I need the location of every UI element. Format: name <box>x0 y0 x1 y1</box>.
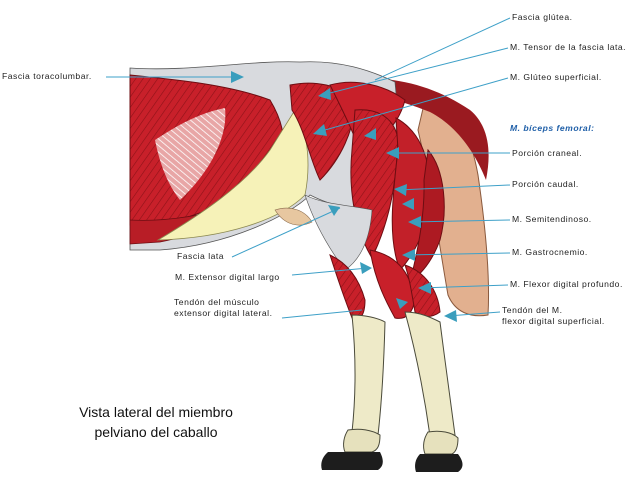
arrow-porcion-craneal <box>386 147 399 159</box>
leader-gluteo <box>317 77 509 133</box>
arrow-fascia-toraco <box>231 71 244 83</box>
caption-line2: pelviano del caballo <box>94 424 218 440</box>
arrow-tendon-flexor <box>444 310 457 322</box>
stifle-region <box>304 194 373 271</box>
arrow-flexor-profundo <box>418 282 431 294</box>
leader-tensor <box>321 47 509 96</box>
caption-line1: Vista lateral del miembro <box>79 404 233 420</box>
leader-fascia-glutea <box>374 17 511 81</box>
arrow-fascia-lata <box>328 205 340 216</box>
label-tendon-extensor: Tendón del músculo extensor digital late… <box>174 297 272 319</box>
semitendinosus <box>409 148 445 284</box>
leader-tendon-extensor <box>281 309 363 319</box>
leader-tendon-flexor <box>447 311 501 317</box>
leader-gastrocnemio <box>404 252 511 256</box>
arrow-biceps-upper <box>364 128 376 140</box>
abdominal-fold <box>274 207 313 226</box>
right-fetlock <box>423 430 459 455</box>
arrow-gluteo <box>313 124 327 136</box>
arrow-gastrocnemio <box>402 249 415 261</box>
arrowheads <box>231 71 457 322</box>
arrow-tensor <box>318 88 331 100</box>
label-porcion-craneal: Porción craneal. <box>512 148 583 158</box>
label-fascia-toracolumbar: Fascia toracolumbar. <box>2 71 92 81</box>
label-m-gastrocnemio: M. Gastrocnemio. <box>512 247 588 257</box>
left-fetlock <box>343 428 381 453</box>
label-m-extensor-digital-largo: M. Extensor digital largo <box>175 272 280 282</box>
arrow-biceps-lower <box>402 198 414 210</box>
label-m-biceps-femoral: M. bíceps femoral: <box>510 123 595 133</box>
label-tendon-flexor-line2: flexor digital superficial. <box>502 316 605 326</box>
label-fascia-lata: Fascia lata <box>177 251 225 261</box>
arrow-extensor <box>360 262 372 274</box>
leader-semitendinoso <box>409 219 511 223</box>
figure-caption: Vista lateral del miembro pelviano del c… <box>56 402 256 442</box>
leader-porcion-caudal <box>397 184 511 191</box>
leader-fascia-lata <box>231 207 341 258</box>
label-m-gluteo-superficial: M. Glúteo superficial. <box>510 72 602 82</box>
arrow-semitendinoso <box>408 216 421 228</box>
left-hoof <box>321 452 383 470</box>
label-m-tensor-fascia-lata: M. Tensor de la fascia lata. <box>510 42 627 52</box>
label-m-flexor-digital-profundo: M. Flexor digital profundo. <box>510 279 623 289</box>
label-tendon-flexor: Tendón del M. flexor digital superficial… <box>502 305 605 327</box>
fascia-lata-sheet <box>156 109 309 241</box>
label-tendon-extensor-line2: extensor digital lateral. <box>174 308 273 318</box>
right-hoof <box>415 454 463 472</box>
leader-extensor <box>291 267 369 276</box>
leader-lines <box>106 17 511 319</box>
label-fascia-glutea: Fascia glútea. <box>512 12 573 22</box>
leader-flexor-profundo <box>419 284 509 289</box>
arrow-tendon-extensor <box>396 298 408 309</box>
arrow-porcion-caudal <box>394 184 407 196</box>
right-cannon <box>404 311 456 440</box>
label-tendon-extensor-line1: Tendón del músculo <box>174 297 260 307</box>
label-tendon-flexor-line1: Tendón del M. <box>502 305 563 315</box>
left-cannon <box>351 314 386 439</box>
label-porcion-caudal: Porción caudal. <box>512 179 579 189</box>
tail-root <box>372 78 489 180</box>
rib-tendons <box>155 108 226 200</box>
label-m-semitendinoso: M. Semitendinoso. <box>512 214 592 224</box>
